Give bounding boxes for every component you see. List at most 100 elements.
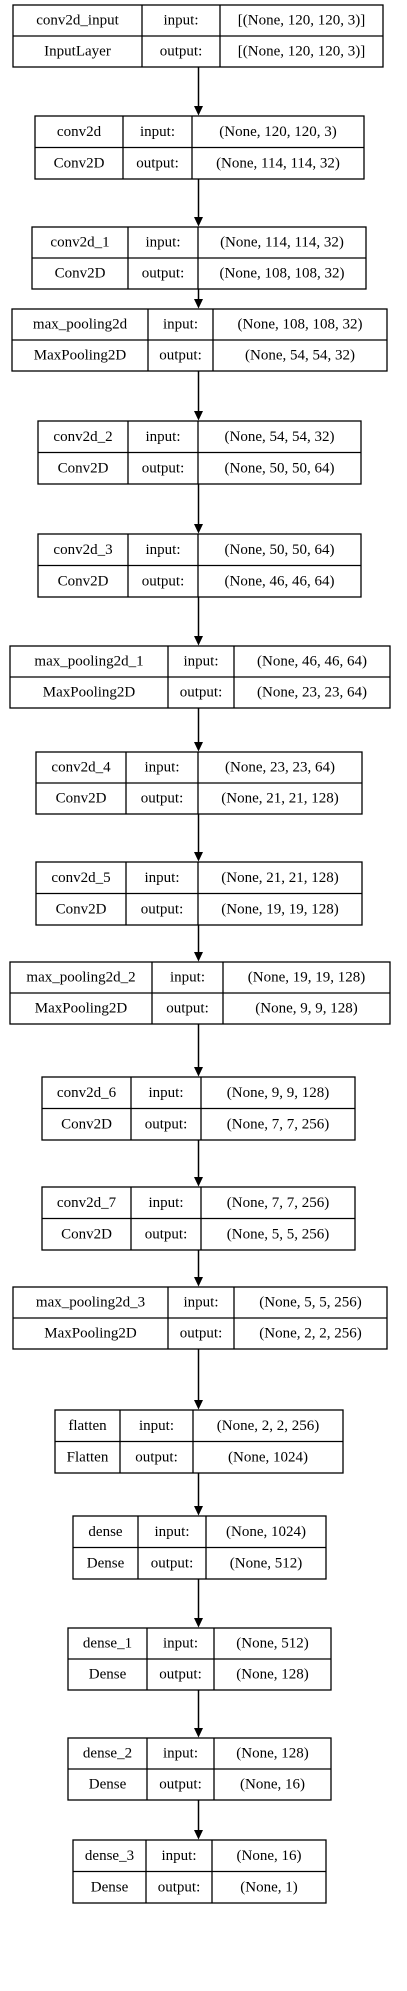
edge-arrow xyxy=(194,1579,203,1628)
layer-type: MaxPooling2D xyxy=(34,348,127,364)
layer-name: conv2d_4 xyxy=(51,760,111,776)
input-label: input: xyxy=(163,13,198,29)
layer-name: conv2d_6 xyxy=(57,1085,117,1101)
input-label: input: xyxy=(183,1295,218,1311)
output-shape: (None, 54, 54, 32) xyxy=(245,348,355,364)
layer-name: dense_1 xyxy=(83,1636,132,1652)
layer-type: Conv2D xyxy=(58,460,109,476)
output-shape: (None, 128) xyxy=(236,1667,308,1683)
output-label: output: xyxy=(160,44,203,60)
layer-name: dense xyxy=(88,1524,122,1540)
output-shape: (None, 50, 50, 64) xyxy=(225,460,335,476)
output-shape: (None, 1024) xyxy=(228,1449,308,1465)
input-shape: (None, 108, 108, 32) xyxy=(238,317,363,333)
output-label: output: xyxy=(166,1001,209,1017)
output-label: output: xyxy=(135,1449,178,1465)
layer-name: max_pooling2d xyxy=(33,317,128,333)
output-label: output: xyxy=(142,266,185,282)
layer-name: conv2d_2 xyxy=(53,429,112,445)
input-shape: (None, 19, 19, 128) xyxy=(248,970,365,986)
input-label: input: xyxy=(170,970,205,986)
layer-node-max-pooling2d: max_pooling2dMaxPooling2Dinput:output:(N… xyxy=(11,308,388,372)
edge-arrow xyxy=(194,1690,203,1738)
output-label: output: xyxy=(145,1116,188,1132)
layer-type: Conv2D xyxy=(61,1226,112,1242)
layer-node-max-pooling2d-1: max_pooling2d_1MaxPooling2Dinput:output:… xyxy=(9,645,391,709)
layer-name: max_pooling2d_3 xyxy=(36,1295,145,1311)
layer-type: Flatten xyxy=(67,1449,109,1465)
layer-name: max_pooling2d_1 xyxy=(34,654,143,670)
edge-arrow xyxy=(194,1250,203,1287)
input-label: input: xyxy=(139,1418,174,1434)
input-shape: (None, 54, 54, 32) xyxy=(225,429,335,445)
edge-arrow xyxy=(194,179,203,227)
output-label: output: xyxy=(136,155,179,171)
layer-name: conv2d_1 xyxy=(50,235,109,251)
layer-type: Conv2D xyxy=(61,1116,112,1132)
input-shape: (None, 7, 7, 256) xyxy=(227,1195,329,1211)
input-label: input: xyxy=(145,542,180,558)
layer-name: flatten xyxy=(68,1418,107,1434)
input-label: input: xyxy=(163,1746,198,1762)
output-label: output: xyxy=(141,791,184,807)
input-shape: (None, 128) xyxy=(236,1746,308,1762)
output-label: output: xyxy=(159,1667,202,1683)
output-label: output: xyxy=(180,1326,223,1342)
layer-type: InputLayer xyxy=(44,44,111,60)
edge-arrow xyxy=(194,1349,203,1410)
input-label: input: xyxy=(154,1524,189,1540)
layer-type: MaxPooling2D xyxy=(43,685,136,701)
output-label: output: xyxy=(151,1555,194,1571)
edge-arrow xyxy=(194,289,203,309)
edge-arrow xyxy=(194,484,203,534)
input-shape: [(None, 120, 120, 3)] xyxy=(238,13,365,29)
output-label: output: xyxy=(142,460,185,476)
layer-type: Dense xyxy=(89,1777,127,1793)
output-shape: (None, 16) xyxy=(240,1777,305,1793)
edge-arrow xyxy=(194,925,203,962)
layer-node-max-pooling2d-2: max_pooling2d_2MaxPooling2Dinput:output:… xyxy=(9,961,391,1025)
input-label: input: xyxy=(148,1195,183,1211)
layer-type: Conv2D xyxy=(56,901,107,917)
input-shape: (None, 46, 46, 64) xyxy=(257,654,367,670)
output-shape: (None, 108, 108, 32) xyxy=(220,266,345,282)
edge-arrow xyxy=(194,1473,203,1516)
edge-arrow xyxy=(194,67,203,116)
input-shape: (None, 9, 9, 128) xyxy=(227,1085,329,1101)
input-label: input: xyxy=(144,870,179,886)
layer-name: conv2d_input xyxy=(36,13,119,29)
edge-arrow xyxy=(194,1140,203,1187)
edge-arrow xyxy=(194,1024,203,1077)
layer-name: max_pooling2d_2 xyxy=(26,970,135,986)
output-label: output: xyxy=(145,1226,188,1242)
edge-arrow xyxy=(194,1800,203,1840)
output-shape: (None, 46, 46, 64) xyxy=(225,573,335,589)
output-label: output: xyxy=(141,901,184,917)
input-shape: (None, 21, 21, 128) xyxy=(221,870,338,886)
layer-type: Conv2D xyxy=(55,266,106,282)
input-label: input: xyxy=(163,1636,198,1652)
output-label: output: xyxy=(180,685,223,701)
input-label: input: xyxy=(163,317,198,333)
input-shape: (None, 16) xyxy=(237,1848,302,1864)
input-label: input: xyxy=(161,1848,196,1864)
output-shape: (None, 7, 7, 256) xyxy=(227,1116,329,1132)
input-shape: (None, 1024) xyxy=(226,1524,306,1540)
input-label: input: xyxy=(140,124,175,140)
input-shape: (None, 512) xyxy=(236,1636,308,1652)
layer-type: Conv2D xyxy=(54,155,105,171)
input-label: input: xyxy=(144,760,179,776)
layer-name: conv2d xyxy=(57,124,102,140)
